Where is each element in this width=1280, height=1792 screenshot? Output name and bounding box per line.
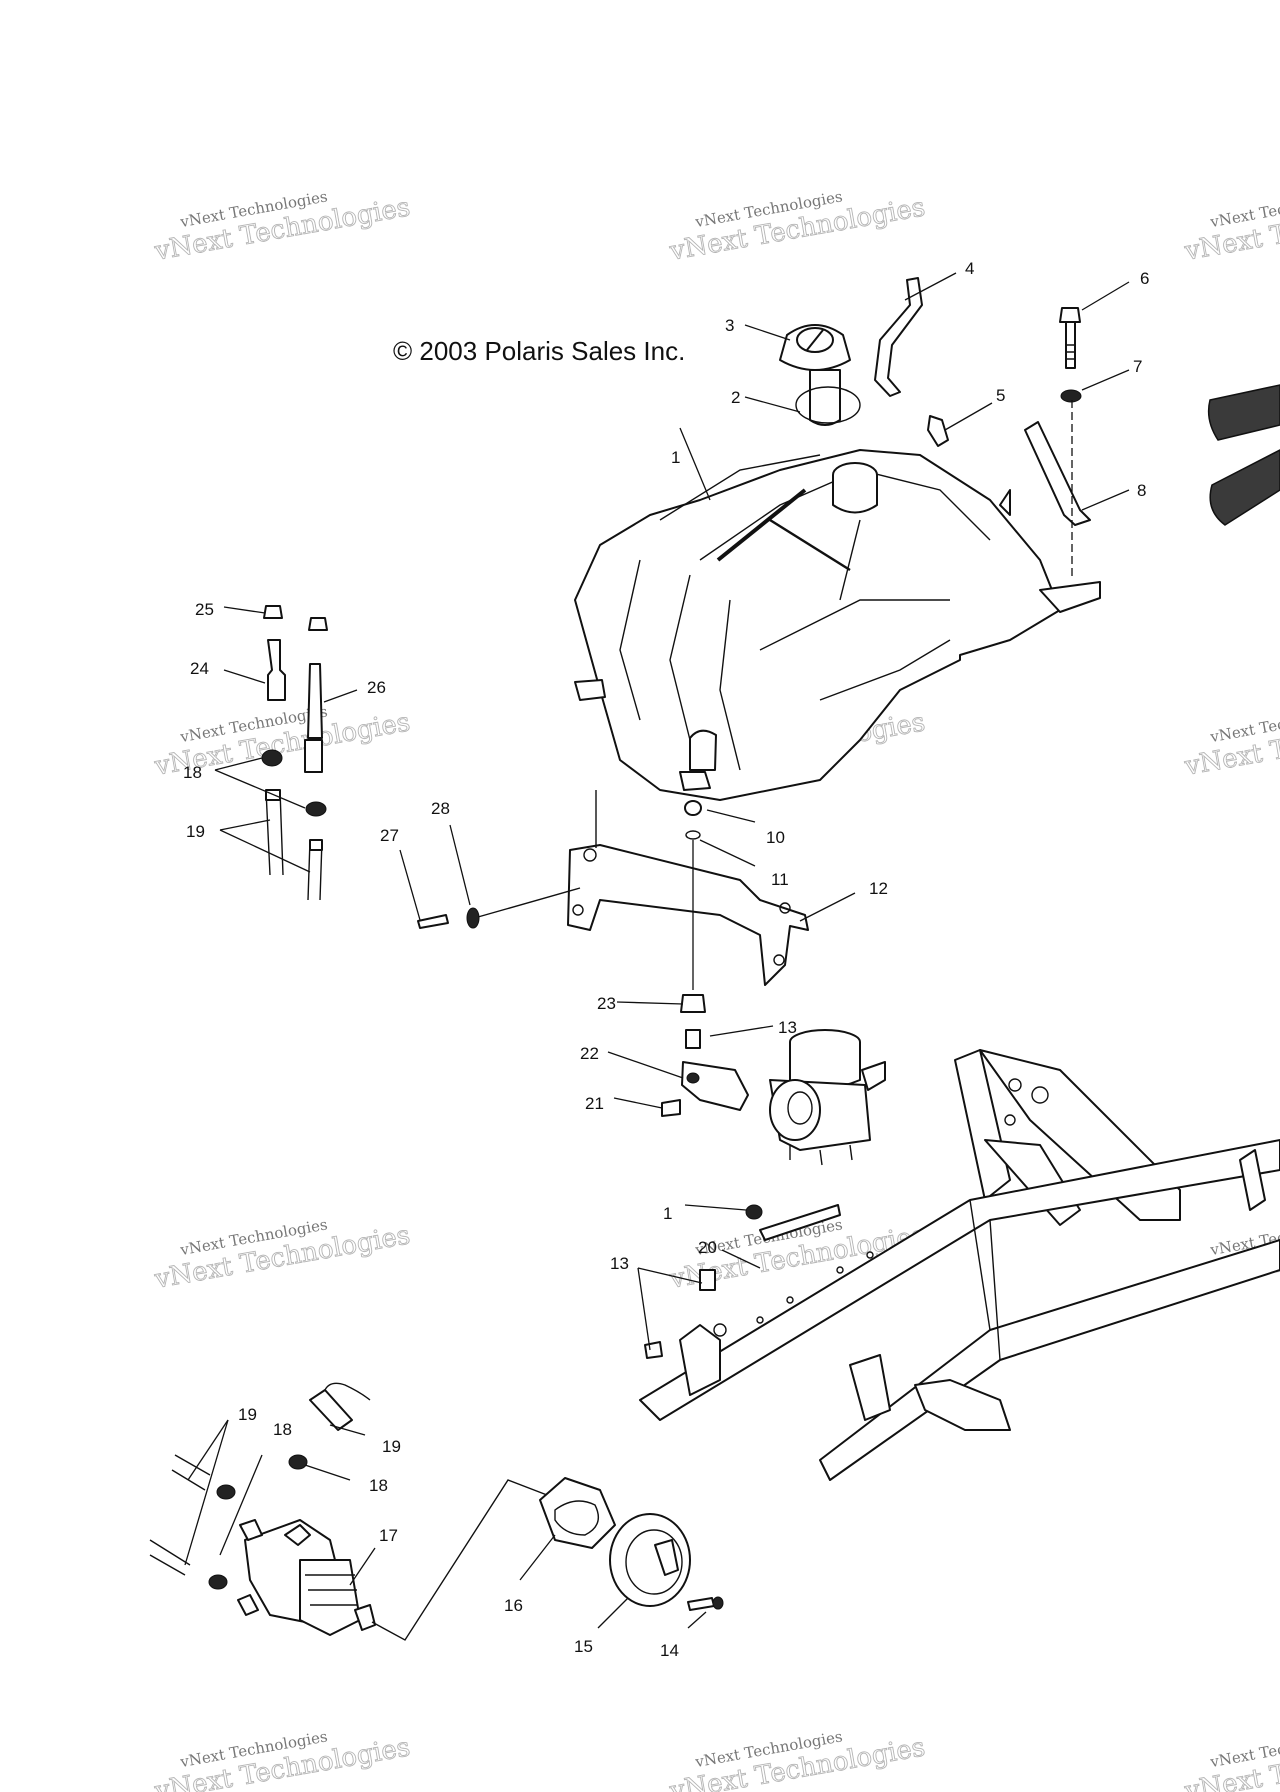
vent-hose — [874, 277, 949, 447]
watermark-10: vNext Technologies vNext Technologies — [151, 1727, 412, 1792]
callout-labels: 1 2 3 4 5 6 7 8 10 11 12 13 23 22 21 20 … — [183, 259, 1149, 1660]
watermark-11: vNext Technologies vNext Technologies — [666, 1727, 927, 1792]
callout-19: 19 — [186, 822, 205, 841]
fuel-line-kit — [261, 605, 328, 901]
callout-19b: 19 — [238, 1405, 257, 1424]
watermark-3: vNext Technologies vNext Technologies — [1181, 187, 1280, 267]
callout-26: 26 — [367, 678, 386, 697]
carburetor — [769, 1029, 886, 1166]
callout-18b: 18 — [273, 1420, 292, 1439]
callout-11: 11 — [771, 870, 789, 889]
callout-27: 27 — [380, 826, 399, 845]
callout-13b: 13 — [610, 1254, 629, 1273]
callout-14: 14 — [660, 1641, 679, 1660]
callout-28: 28 — [431, 799, 450, 818]
callout-4: 4 — [965, 259, 974, 278]
callout-16: 16 — [504, 1596, 523, 1615]
callout-13: 13 — [778, 1018, 797, 1037]
watermark-1: vNext Technologies vNext Technologies — [151, 187, 412, 267]
callout-5: 5 — [996, 386, 1005, 405]
callout-12: 12 — [869, 879, 888, 898]
callout-7: 7 — [1133, 357, 1142, 376]
callout-3: 3 — [725, 316, 734, 335]
tank-bracket — [417, 790, 809, 990]
fuel-pump-assembly — [149, 1382, 724, 1641]
watermark-6: vNext Technologies vNext Technologies — [1181, 702, 1280, 782]
o-ring — [795, 386, 861, 424]
callout-20: 20 — [698, 1238, 717, 1257]
callout-17: 17 — [379, 1526, 398, 1545]
leader-lines — [184, 272, 1130, 1629]
mount-bolt — [1024, 307, 1091, 580]
callout-18c: 18 — [369, 1476, 388, 1495]
callout-2: 2 — [731, 388, 740, 407]
callout-10: 10 — [766, 828, 785, 847]
callout-25: 25 — [195, 600, 214, 619]
callout-8: 8 — [1137, 481, 1146, 500]
callout-24: 24 — [190, 659, 209, 678]
callout-1b: 1 — [663, 1204, 672, 1223]
callout-22: 22 — [580, 1044, 599, 1063]
valve-mount — [661, 994, 749, 1117]
watermark-12: vNext Technologies vNext Technologies — [1181, 1727, 1280, 1792]
callout-6: 6 — [1140, 269, 1149, 288]
watermark-7: vNext Technologies vNext Technologies — [151, 1215, 412, 1295]
callout-21: 21 — [585, 1094, 604, 1113]
callout-1: 1 — [671, 448, 680, 467]
fuel-tank — [574, 449, 1101, 801]
callout-18: 18 — [183, 763, 202, 782]
callout-19c: 19 — [382, 1437, 401, 1456]
callout-23: 23 — [597, 994, 616, 1013]
frame — [639, 1049, 1280, 1481]
callout-15: 15 — [574, 1637, 593, 1656]
watermark-2: vNext Technologies vNext Technologies — [666, 187, 927, 267]
copyright-text: © 2003 Polaris Sales Inc. — [393, 336, 685, 366]
foam-grips — [1207, 384, 1280, 526]
